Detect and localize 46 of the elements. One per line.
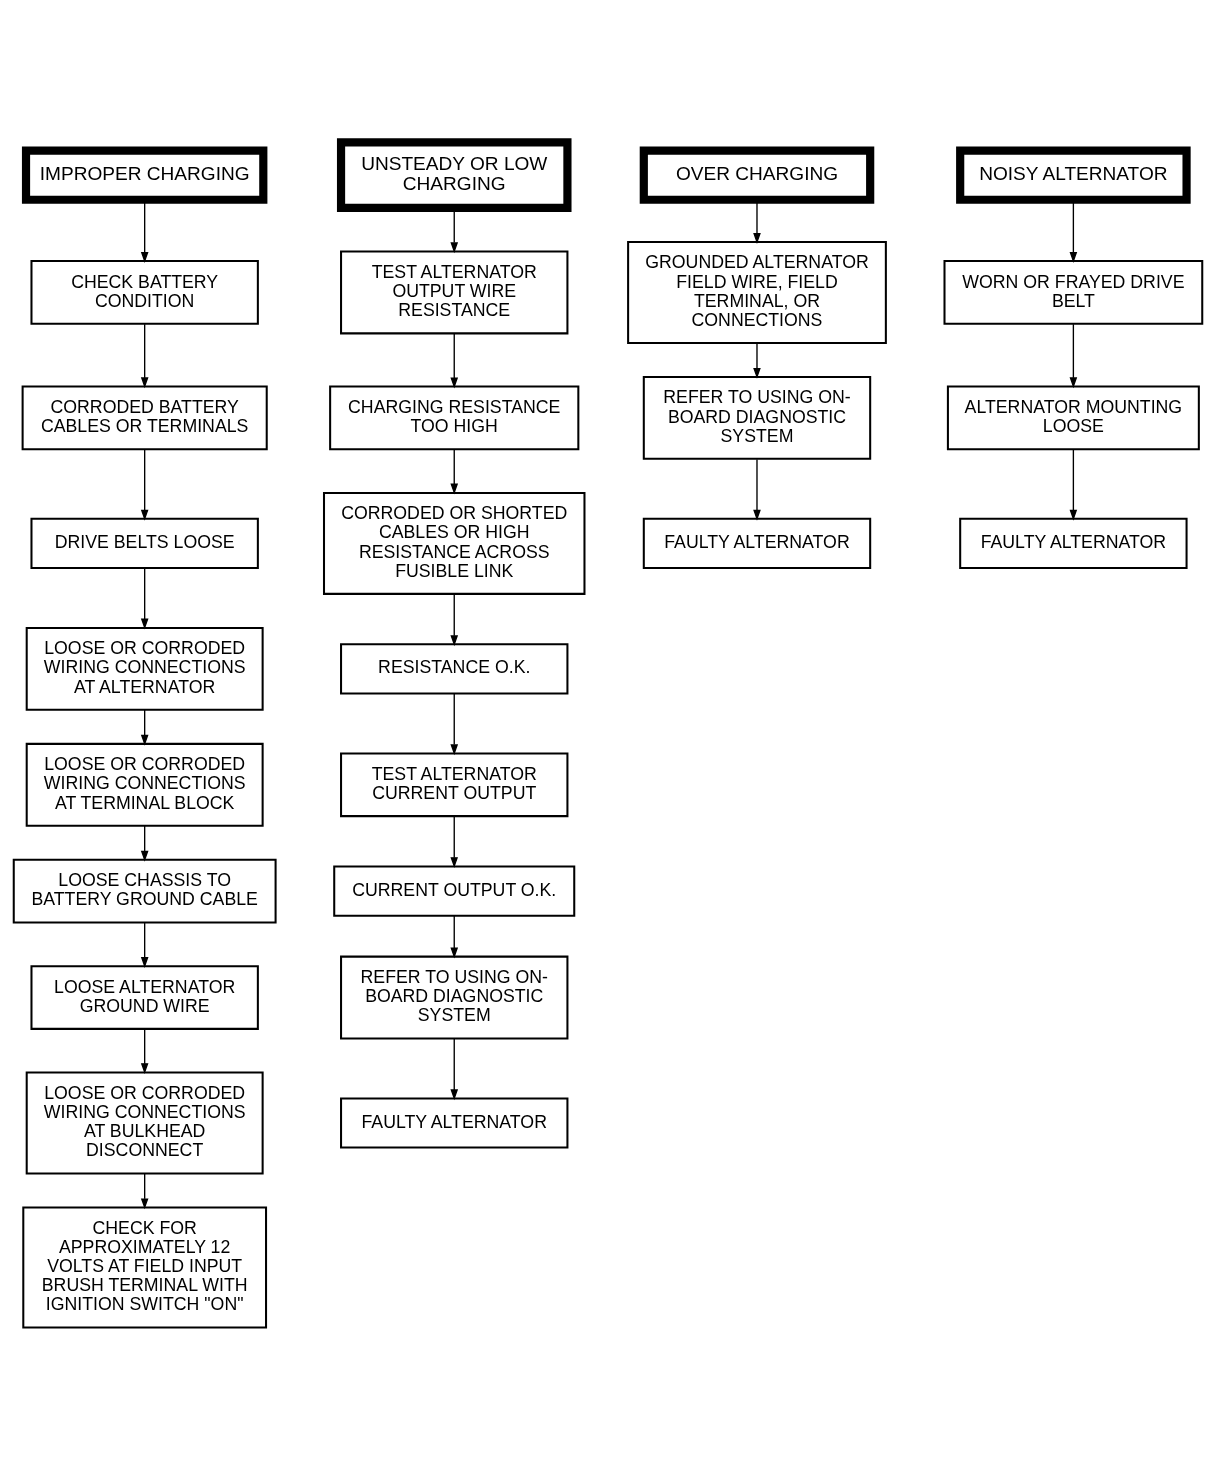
arrow (140, 1172, 149, 1210)
arrow (753, 458, 761, 521)
arrow (140, 567, 149, 630)
arrow (450, 593, 459, 647)
arrow (140, 709, 149, 746)
arrow (140, 922, 149, 968)
node-box: RESISTANCE O.K. (340, 643, 569, 695)
node-box: LOOSE OR CORRODED WIRING CONNECTIONS AT TERMINAL BLOCK (25, 742, 264, 827)
arrow (140, 825, 149, 862)
node-box: CURRENT OUTPUT O.K. (333, 865, 576, 917)
arrow (140, 323, 149, 389)
node-box: TEST ALTERNATOR OUTPUT WIRE RESISTANCE (340, 250, 569, 335)
arrow (1069, 323, 1078, 389)
node-box: REFER TO USING ON-BOARD DIAGNOSTIC SYSTEM (340, 955, 569, 1040)
node-box: IMPROPER CHARGING (21, 146, 268, 204)
node-box: GROUNDED ALTERNATOR FIELD WIRE, FIELD TERMINAL, OR CONNECTIONS (627, 241, 887, 344)
arrow (450, 816, 459, 869)
node-box: FAULTY ALTERNATOR (340, 1097, 569, 1149)
node-box: CORRODED BATTERY CABLES OR TERMINALS (21, 385, 268, 451)
node-box: CHECK BATTERY CONDITION (30, 260, 259, 325)
node-box: FAULTY ALTERNATOR (959, 517, 1188, 569)
node-box: WORN OR FRAYED DRIVE BELT (943, 260, 1204, 325)
arrow (450, 915, 459, 959)
node-box: CHECK FOR APPROXIMATELY 12 VOLTS AT FIELD INPUT BRUSH TERMINAL WITH IGNITION SWITCH "ON" (22, 1206, 268, 1329)
arrow (1069, 448, 1078, 521)
node-box: NOISY ALTERNATOR (956, 146, 1191, 204)
node-box: LOOSE OR CORRODED WIRING CONNECTIONS AT ALTERNATOR (25, 626, 264, 711)
node-box: LOOSE CHASSIS TO BATTERY GROUND CABLE (12, 858, 277, 924)
arrow (140, 1028, 149, 1075)
node-box: UNSTEADY OR LOW CHARGING (336, 138, 572, 212)
node-box: REFER TO USING ON-BOARD DIAGNOSTIC SYSTEM (642, 376, 872, 460)
node-box: CORRODED OR SHORTED CABLES OR HIGH RESISTANCE ACROSS FUSIBLE LINK (322, 491, 586, 595)
arrow (450, 693, 459, 756)
arrow (140, 448, 149, 521)
node-box: OVER CHARGING (639, 146, 875, 204)
arrow (450, 333, 459, 389)
arrow (753, 342, 761, 379)
node-box: FAULTY ALTERNATOR (642, 517, 872, 569)
node-box: LOOSE OR CORRODED WIRING CONNECTIONS AT BULKHEAD DISCONNECT (25, 1071, 264, 1175)
node-box: CHARGING RESISTANCE TOO HIGH (329, 385, 580, 451)
arrow (450, 448, 459, 495)
arrow (450, 1038, 459, 1101)
node-box: TEST ALTERNATOR CURRENT OUTPUT (340, 752, 569, 818)
node-box: ALTERNATOR MOUNTING LOOSE (946, 385, 1200, 451)
node-box: LOOSE ALTERNATOR GROUND WIRE (30, 965, 259, 1030)
node-box: DRIVE BELTS LOOSE (30, 517, 259, 569)
